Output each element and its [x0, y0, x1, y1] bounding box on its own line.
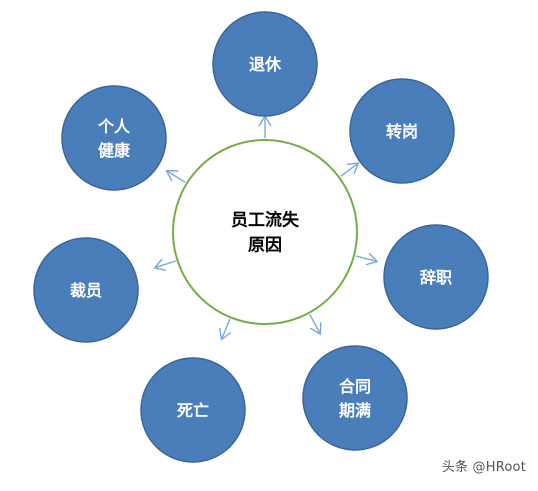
node-circle-health — [61, 85, 167, 191]
node-label-transfer-line-1: 转岗 — [386, 122, 418, 141]
node-circle-layoff — [33, 237, 139, 343]
watermark: 头条 @HRoot — [441, 460, 526, 475]
arrow-death — [219, 318, 232, 341]
arrow-contract-expire — [309, 314, 322, 336]
arrow-transfer — [340, 162, 360, 177]
arrows-layer — [153, 114, 379, 341]
node-label-health-line-2: 健康 — [98, 141, 131, 160]
node-death: 死亡 — [140, 357, 246, 463]
center-label-line-1: 员工流失 — [231, 210, 300, 231]
node-resign: 辞职 — [383, 224, 489, 330]
center-label-line-2: 原因 — [248, 236, 282, 256]
node-label-resign-line-1: 辞职 — [420, 268, 452, 287]
node-circle-transfer — [349, 78, 455, 184]
node-label-retire-line-1: 退休 — [249, 55, 282, 74]
node-label-death-line-1: 死亡 — [177, 401, 209, 420]
arrow-layoff — [153, 258, 176, 272]
node-circle-contract-expire — [302, 345, 408, 451]
node-transfer: 转岗 — [349, 78, 455, 184]
center-circle — [172, 139, 358, 325]
node-circle-death — [140, 357, 246, 463]
node-circle-retire — [212, 11, 318, 117]
arrow-health — [165, 169, 186, 183]
node-label-health-line-1: 个人 — [97, 117, 131, 136]
node-layoff: 裁员 — [33, 237, 139, 343]
node-label-contract-expire-line-1: 合同 — [339, 377, 371, 396]
node-circle-resign — [383, 224, 489, 330]
node-retire: 退休 — [212, 11, 318, 117]
node-label-contract-expire-line-2: 期满 — [339, 401, 371, 420]
arrow-resign — [355, 252, 379, 266]
node-label-layoff-line-1: 裁员 — [70, 281, 102, 300]
